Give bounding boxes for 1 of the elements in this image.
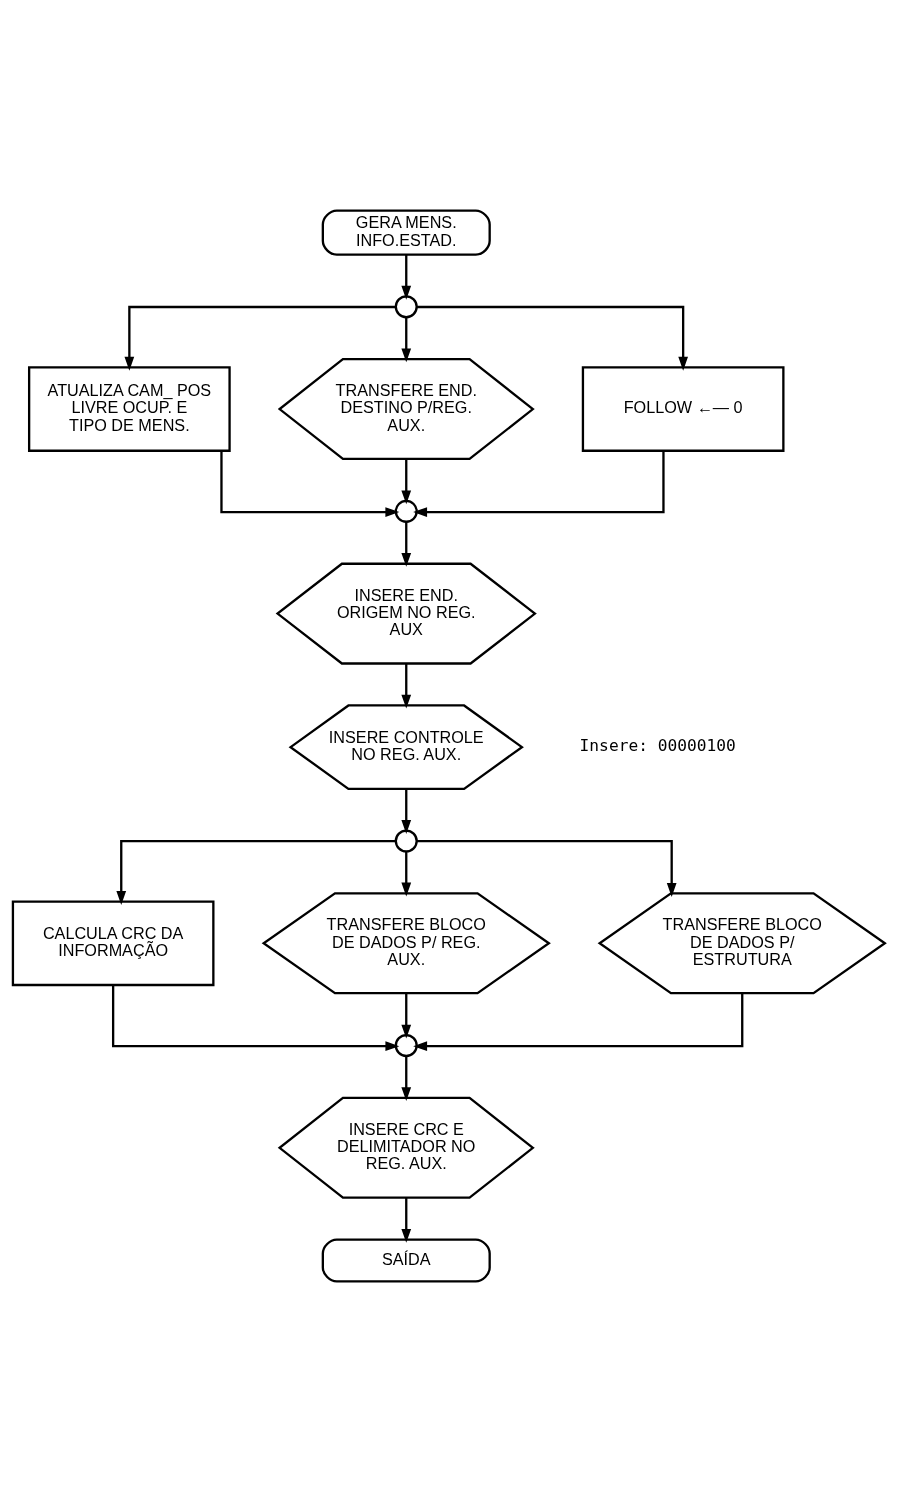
node-label: Insere: 00000100 xyxy=(579,736,736,756)
